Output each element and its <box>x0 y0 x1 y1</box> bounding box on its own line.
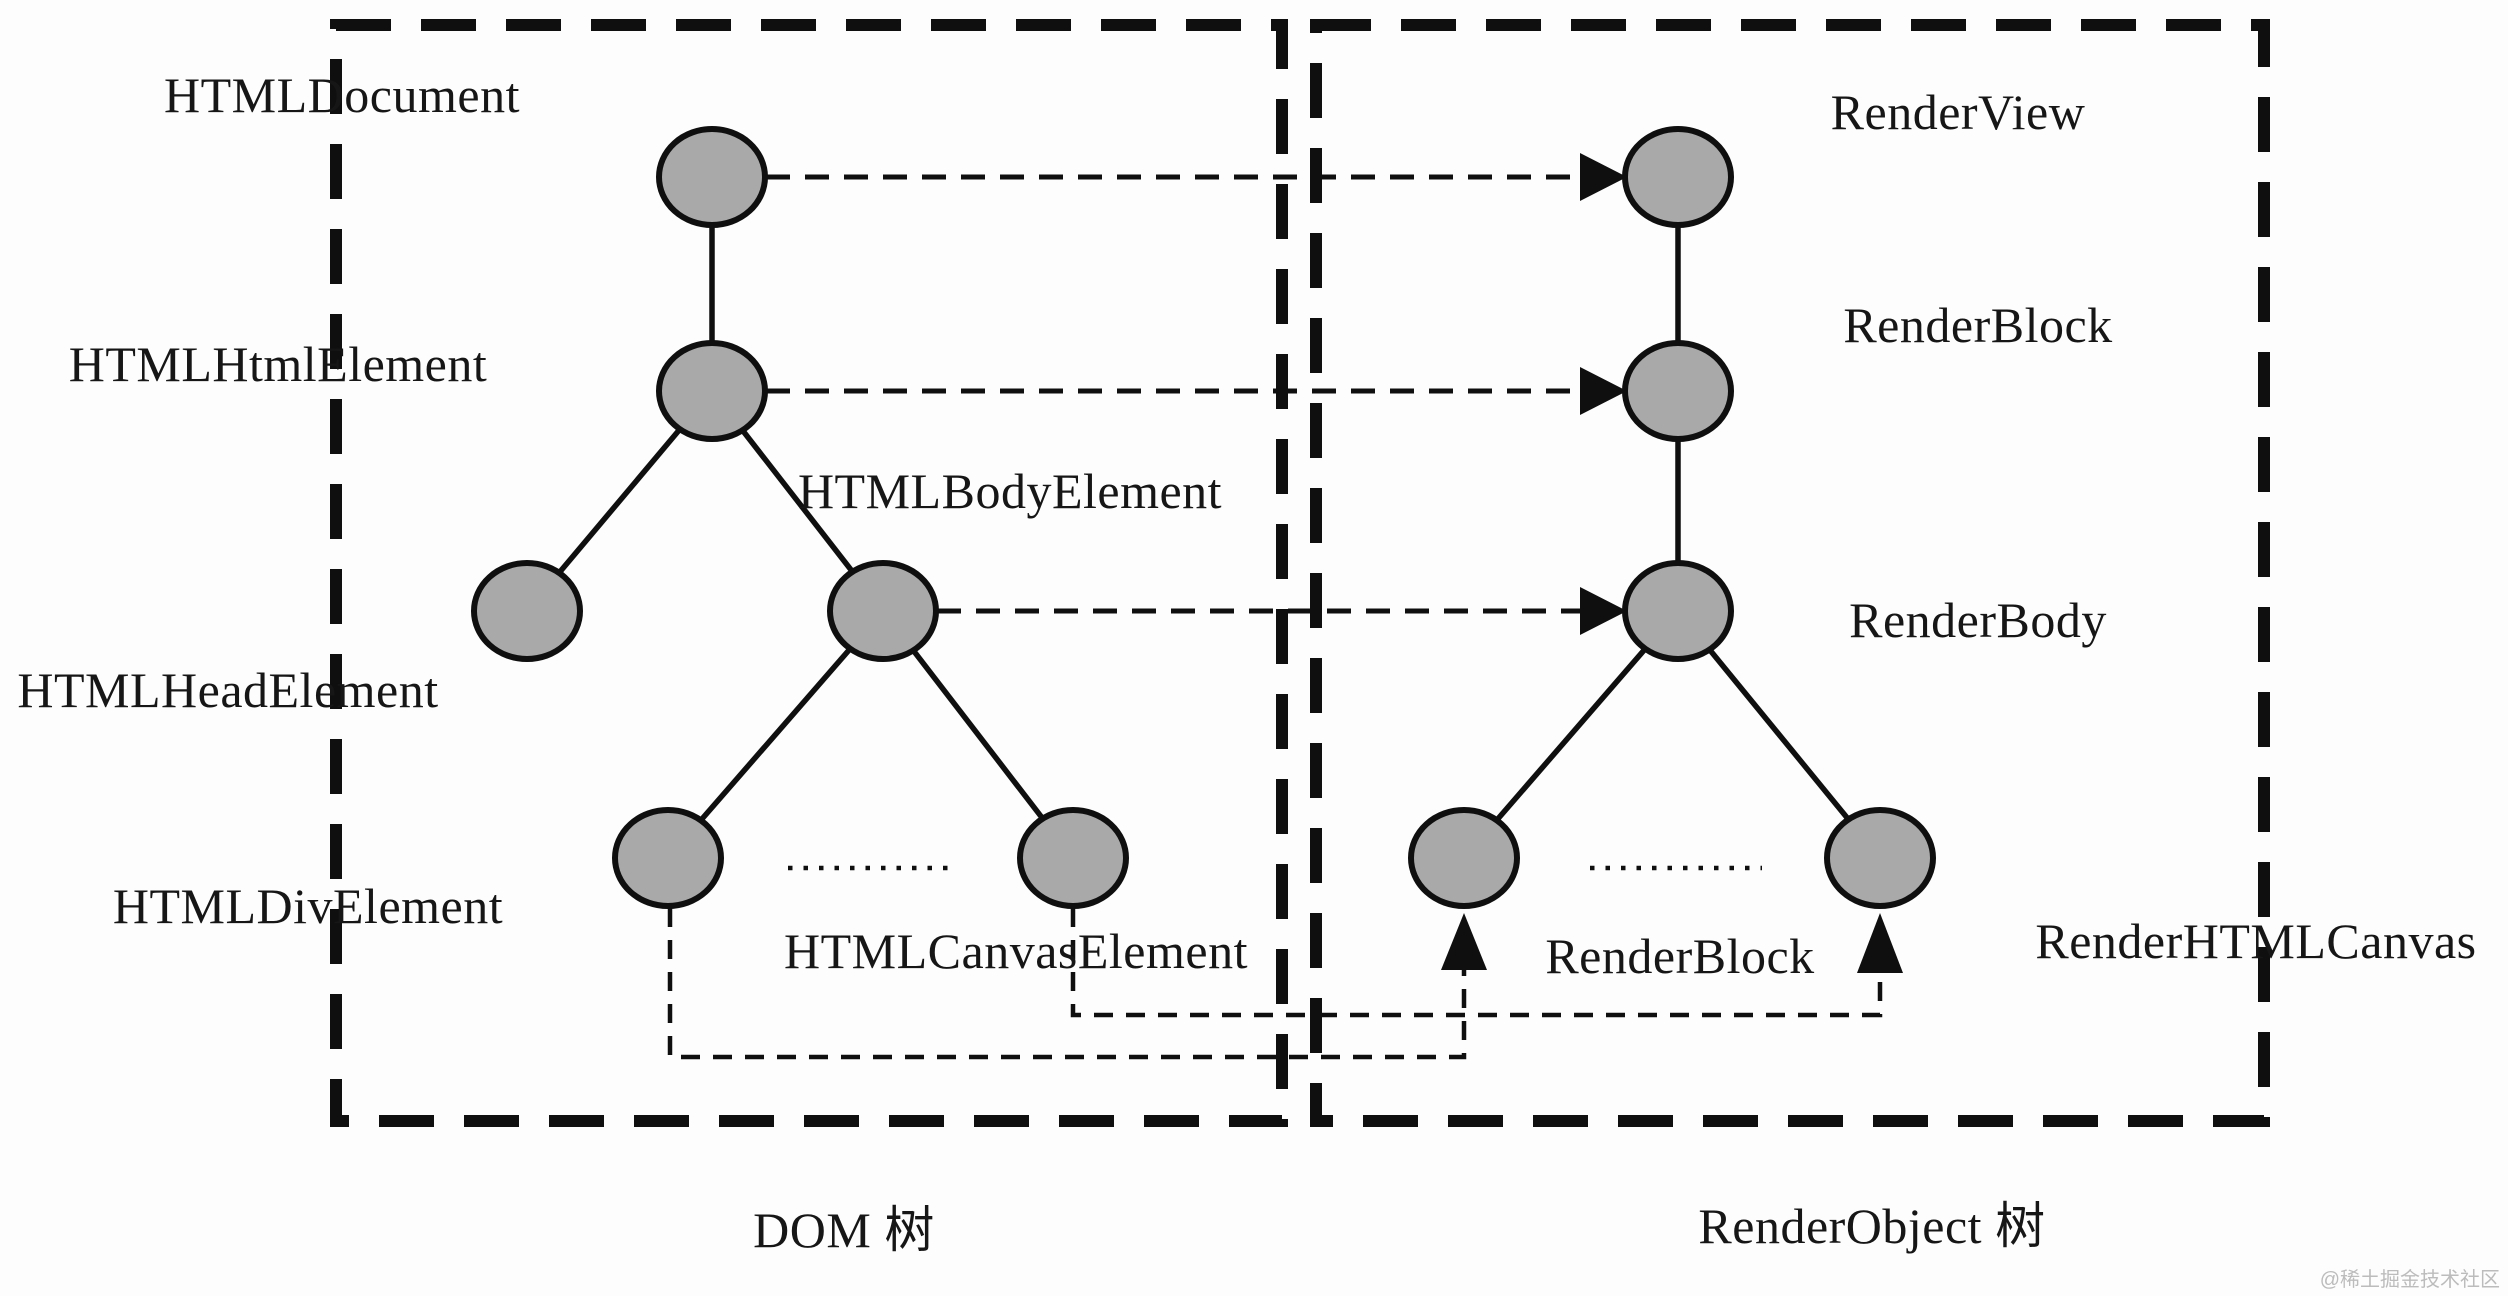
render-body-label: RenderBody <box>1849 592 2107 648</box>
dom-tree-box <box>330 19 1288 1127</box>
dom-document-label: HTMLDocument <box>164 67 520 123</box>
map-canvas-rhtmlcanvas-arrow-icon <box>1857 913 1903 973</box>
map-body-rbody-arrow-icon <box>1580 587 1627 635</box>
dom-div-node <box>612 807 724 909</box>
dom-document-node <box>656 126 768 228</box>
map-canvas-rhtmlcanvas-path <box>1070 908 1883 1018</box>
dom-body-label: HTMLBodyElement <box>797 463 1223 519</box>
dom-html-label: HTMLHtmlElement <box>68 336 488 392</box>
dom-head-node <box>471 560 583 662</box>
map-div-leafblock-arrow-icon <box>1441 913 1487 970</box>
dom-canvas-label: HTMLCanvasElement <box>784 923 1248 979</box>
render-tree-edges <box>1461 177 1883 860</box>
render-tree-nodes <box>1408 126 1936 909</box>
dom-tree-caption: DOM 树 <box>753 1202 935 1258</box>
render-htmlcanvas-label: RenderHTMLCanvas <box>2035 913 2477 969</box>
leaf-mapping-paths <box>667 908 1903 1060</box>
render-view-label: RenderView <box>1830 84 2086 140</box>
dom-canvas-node <box>1017 807 1129 909</box>
render-htmlcanvas-node <box>1824 807 1936 909</box>
mapping-arrows <box>766 153 1627 635</box>
render-block-label: RenderBlock <box>1843 297 2113 353</box>
dom-html-node <box>656 340 768 442</box>
render-body-node <box>1622 560 1734 662</box>
edge-body-div <box>665 609 886 860</box>
dom-head-label: HTMLHeadElement <box>17 662 439 718</box>
edge-rbody-leaf2 <box>1675 609 1883 860</box>
edge-rbody-leaf1 <box>1461 609 1681 860</box>
dom-div-label: HTMLDivElement <box>112 878 504 934</box>
map-div-leafblock-path <box>667 908 1467 1060</box>
dom-tree-nodes <box>471 126 1129 909</box>
dom-body-node <box>827 560 939 662</box>
map-html-block-arrow-icon <box>1580 367 1627 415</box>
render-block-node <box>1622 340 1734 442</box>
render-view-node <box>1622 126 1734 228</box>
watermark: @稀土掘金技术社区 <box>2319 1269 2500 1291</box>
render-tree-box <box>1310 19 2270 1127</box>
render-leaf-block-label: RenderBlock <box>1545 928 1815 984</box>
render-tree-caption: RenderObject 树 <box>1698 1198 2046 1254</box>
map-document-view-arrow-icon <box>1580 153 1627 201</box>
render-leaf-block-node <box>1408 807 1520 909</box>
